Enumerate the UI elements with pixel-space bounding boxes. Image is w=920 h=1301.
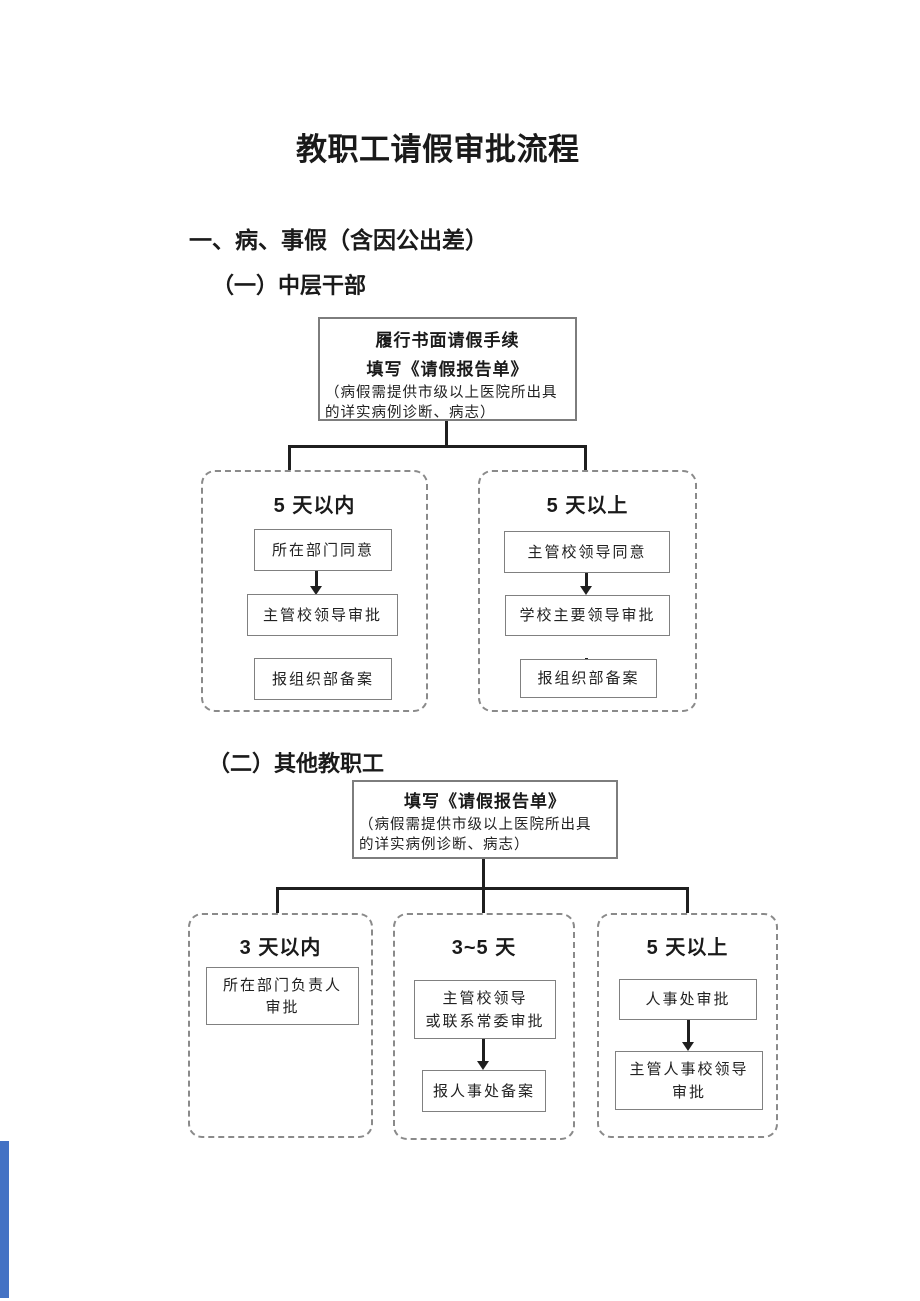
arrow-down-icon [477, 1039, 490, 1070]
chart1-start-note1: （病假需提供市级以上医院所出具 [325, 385, 558, 401]
chart1-left-step1: 所在部门同意 [254, 529, 392, 571]
arrow-down-icon [580, 573, 593, 595]
chart1-left-step2: 主管校领导审批 [247, 594, 398, 636]
chart2-start-note1: （病假需提供市级以上医院所出具 [359, 817, 592, 833]
chart2-b3-step2-line1: 主管人事校领导 [629, 1060, 749, 1078]
connector-line [482, 859, 485, 890]
arrow-down-icon [310, 571, 323, 595]
connector-line [288, 445, 291, 471]
connector-line [686, 887, 689, 913]
chart2-b3-label: 5 天以上 [646, 937, 729, 959]
chart2-b2-label: 3~5 天 [451, 937, 517, 959]
connector-line [276, 887, 279, 913]
chart2-start-line1: 填写《请假报告单》 [404, 792, 566, 811]
chart2-start-note2: 的详实病例诊断、病志） [359, 837, 530, 854]
chart2-branch-3: 5 天以上 人事处审批 主管人事校领导 审批 [597, 913, 778, 1138]
chart1-branch-right: 5 天以上 主管校领导同意 学校主要领导审批 报组织部备案 [478, 470, 697, 712]
connector-line [445, 421, 448, 448]
chart2-start-note: （病假需提供市级以上医院所出具 的详实病例诊断、病志） [354, 815, 597, 856]
chart1-start-note2: 的详实病例诊断、病志） [325, 405, 496, 422]
chart2-b1-step1-line1: 所在部门负责人 [222, 975, 342, 994]
connector-line [584, 445, 587, 471]
chart2-branch-2: 3~5 天 主管校领导 或联系常委审批 报人事处备案 [393, 913, 575, 1140]
chart2-b2-step1-line1: 主管校领导 [442, 989, 528, 1007]
chart1-start-line2: 填写《请假报告单》 [366, 360, 529, 379]
chart1-left-label: 5 天以内 [273, 495, 356, 517]
section1-sub2-heading: （二）其他教职工 [208, 751, 385, 776]
chart1-right-step3: 报组织部备案 [520, 659, 657, 698]
chart1-right-step2: 学校主要领导审批 [505, 595, 670, 636]
chart2-b3-step2: 主管人事校领导 审批 [615, 1051, 763, 1110]
chart1-branch-left: 5 天以内 所在部门同意 主管校领导审批 报组织部备案 [201, 470, 428, 712]
connector-line [482, 887, 485, 913]
connector-line [288, 445, 587, 448]
chart2-b1-step1: 所在部门负责人 审批 [206, 967, 359, 1025]
chart2-b1-label: 3 天以内 [239, 937, 322, 959]
page-title: 教职工请假审批流程 [296, 132, 580, 167]
section1-heading: 一、病、事假（含因公出差） [189, 227, 488, 253]
chart2-b2-step1: 主管校领导 或联系常委审批 [414, 980, 556, 1039]
chart2-b3-step2-line2: 审批 [671, 1082, 706, 1101]
chart2-b2-step1-line2: 或联系常委审批 [425, 1011, 545, 1030]
chart1-right-step1: 主管校领导同意 [504, 531, 670, 573]
chart2-b3-step1: 人事处审批 [619, 979, 757, 1020]
arrow-down-icon [682, 1020, 695, 1051]
chart2-start-box: 填写《请假报告单》 （病假需提供市级以上医院所出具 的详实病例诊断、病志） [352, 780, 618, 859]
chart1-start-line1: 履行书面请假手续 [375, 331, 520, 350]
chart1-left-step3: 报组织部备案 [254, 658, 392, 700]
blue-edge-bar [0, 1141, 9, 1298]
chart1-start-box: 履行书面请假手续 填写《请假报告单》 （病假需提供市级以上医院所出具 的详实病例… [318, 317, 577, 421]
chart2-b1-step1-line2: 审批 [265, 998, 300, 1016]
section1-sub1-heading: （一）中层干部 [212, 273, 367, 298]
chart2-branch-1: 3 天以内 所在部门负责人 审批 [188, 913, 373, 1138]
chart2-b2-step2: 报人事处备案 [422, 1070, 546, 1112]
chart1-start-note: （病假需提供市级以上医院所出具 的详实病例诊断、病志） [320, 383, 563, 424]
chart1-right-label: 5 天以上 [546, 495, 629, 517]
